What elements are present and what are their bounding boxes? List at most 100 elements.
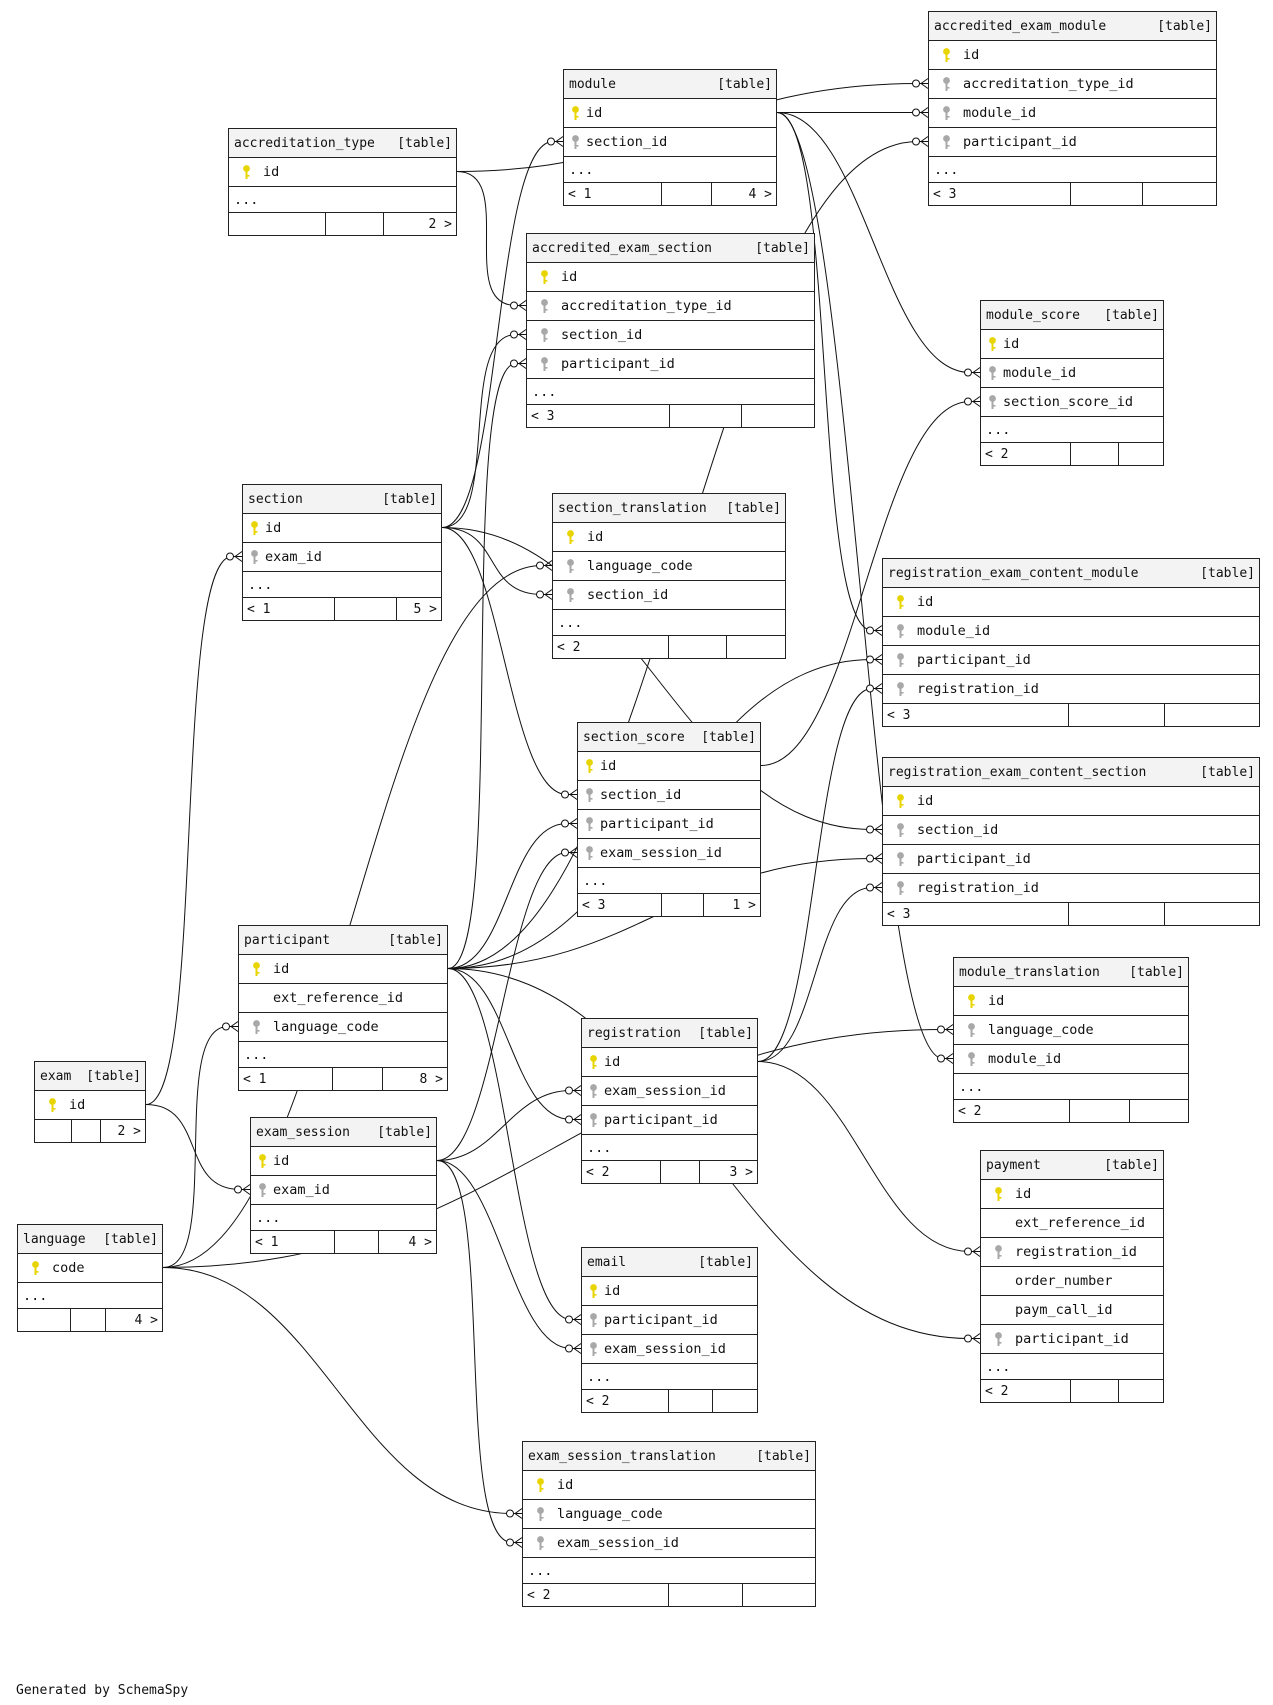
column-row[interactable]: id bbox=[523, 1471, 815, 1500]
column-row[interactable]: language_code bbox=[954, 1016, 1188, 1045]
children-count[interactable]: 2 > bbox=[117, 1123, 141, 1139]
column-row[interactable]: id bbox=[883, 588, 1259, 617]
parents-count[interactable]: < 2 bbox=[981, 443, 1071, 465]
table-header[interactable]: accreditation_type [table] bbox=[229, 129, 456, 158]
column-row[interactable]: module_id bbox=[883, 617, 1259, 646]
table-exam[interactable]: exam [table] id 2 > bbox=[34, 1061, 146, 1143]
column-row[interactable]: registration_id bbox=[883, 874, 1259, 903]
table-header[interactable]: registration_exam_content_section [table… bbox=[883, 758, 1259, 787]
parents-count[interactable]: < 2 bbox=[981, 1380, 1071, 1402]
children-count[interactable]: 2 > bbox=[428, 216, 452, 232]
children-count[interactable] bbox=[1165, 903, 1259, 925]
column-row[interactable]: participant_id bbox=[582, 1306, 757, 1335]
table-payment[interactable]: payment [table] id ext_reference_id regi… bbox=[980, 1150, 1164, 1403]
column-row[interactable]: language_code bbox=[553, 552, 785, 581]
column-row[interactable]: exam_session_id bbox=[582, 1077, 757, 1106]
column-row[interactable]: module_id bbox=[981, 359, 1163, 388]
parents-count[interactable] bbox=[35, 1120, 72, 1142]
column-row[interactable]: id bbox=[582, 1277, 757, 1306]
more-columns-row[interactable]: ... bbox=[251, 1205, 436, 1231]
table-language[interactable]: language [table] code ... 4 > bbox=[17, 1224, 163, 1332]
more-columns-row[interactable]: ... bbox=[578, 868, 760, 894]
table-header[interactable]: language [table] bbox=[18, 1225, 162, 1254]
column-row[interactable]: section_id bbox=[578, 781, 760, 810]
column-row[interactable]: id bbox=[564, 99, 776, 128]
column-row[interactable]: exam_session_id bbox=[523, 1529, 815, 1558]
column-row[interactable]: participant_id bbox=[578, 810, 760, 839]
table-header[interactable]: exam [table] bbox=[35, 1062, 145, 1091]
table-registration-exam-content-module[interactable]: registration_exam_content_module [table]… bbox=[882, 558, 1260, 727]
parents-count[interactable] bbox=[229, 213, 326, 235]
more-columns-row[interactable]: ... bbox=[523, 1558, 815, 1584]
children-count[interactable] bbox=[713, 1390, 757, 1412]
parents-count[interactable]: < 1 bbox=[239, 1068, 333, 1090]
column-row[interactable]: participant_id bbox=[883, 845, 1259, 874]
table-exam-session-translation[interactable]: exam_session_translation [table] id lang… bbox=[522, 1441, 816, 1607]
parents-count[interactable]: < 1 bbox=[243, 598, 335, 620]
children-count[interactable]: 8 > bbox=[419, 1071, 443, 1087]
table-header[interactable]: accredited_exam_section [table] bbox=[527, 234, 814, 263]
column-row[interactable]: module_id bbox=[954, 1045, 1188, 1074]
more-columns-row[interactable]: ... bbox=[981, 417, 1163, 443]
column-row[interactable]: section_id bbox=[527, 321, 814, 350]
column-row[interactable]: section_id bbox=[553, 581, 785, 610]
table-accredited-exam-section[interactable]: accredited_exam_section [table] id accre… bbox=[526, 233, 815, 428]
more-columns-row[interactable]: ... bbox=[564, 157, 776, 183]
table-header[interactable]: section_translation [table] bbox=[553, 494, 785, 523]
column-row[interactable]: accreditation_type_id bbox=[527, 292, 814, 321]
table-header[interactable]: exam_session_translation [table] bbox=[523, 1442, 815, 1471]
column-row[interactable]: id bbox=[929, 41, 1216, 70]
column-row[interactable]: registration_id bbox=[981, 1238, 1163, 1267]
column-row[interactable]: accreditation_type_id bbox=[929, 70, 1216, 99]
parents-count[interactable]: < 3 bbox=[883, 704, 1069, 726]
table-header[interactable]: registration_exam_content_module [table] bbox=[883, 559, 1259, 588]
column-row[interactable]: section_id bbox=[883, 816, 1259, 845]
column-row[interactable]: id bbox=[578, 752, 760, 781]
column-row[interactable]: code bbox=[18, 1254, 162, 1283]
more-columns-row[interactable]: ... bbox=[582, 1135, 757, 1161]
column-row[interactable]: id bbox=[243, 514, 441, 543]
children-count[interactable]: 4 > bbox=[408, 1234, 432, 1250]
parents-count[interactable]: < 3 bbox=[527, 405, 670, 427]
table-header[interactable]: module_translation [table] bbox=[954, 958, 1188, 987]
column-row[interactable]: participant_id bbox=[883, 646, 1259, 675]
table-header[interactable]: module_score [table] bbox=[981, 301, 1163, 330]
table-header[interactable]: module [table] bbox=[564, 70, 776, 99]
column-row[interactable]: module_id bbox=[929, 99, 1216, 128]
children-count[interactable] bbox=[1130, 1100, 1188, 1122]
column-row[interactable]: id bbox=[229, 158, 456, 187]
parents-count[interactable]: < 1 bbox=[251, 1231, 335, 1253]
children-count[interactable] bbox=[1119, 443, 1163, 465]
table-header[interactable]: accredited_exam_module [table] bbox=[929, 12, 1216, 41]
parents-count[interactable]: < 2 bbox=[582, 1161, 661, 1183]
table-section-score[interactable]: section_score [table] id section_id part… bbox=[577, 722, 761, 917]
children-count[interactable]: 1 > bbox=[732, 897, 756, 913]
table-participant[interactable]: participant [table] id ext_reference_id … bbox=[238, 925, 448, 1091]
column-row[interactable]: id bbox=[251, 1147, 436, 1176]
more-columns-row[interactable]: ... bbox=[18, 1283, 162, 1309]
column-row[interactable]: section_id bbox=[564, 128, 776, 157]
table-header[interactable]: payment [table] bbox=[981, 1151, 1163, 1180]
parents-count[interactable]: < 2 bbox=[954, 1100, 1070, 1122]
children-count[interactable] bbox=[727, 636, 785, 658]
table-email[interactable]: email [table] id participant_id exam_ses… bbox=[581, 1247, 758, 1413]
more-columns-row[interactable]: ... bbox=[229, 187, 456, 213]
table-exam-session[interactable]: exam_session [table] id exam_id ... < 1 … bbox=[250, 1117, 437, 1254]
table-header[interactable]: section_score [table] bbox=[578, 723, 760, 752]
more-columns-row[interactable]: ... bbox=[929, 157, 1216, 183]
column-row[interactable]: exam_id bbox=[243, 543, 441, 572]
table-module-score[interactable]: module_score [table] id module_id sectio… bbox=[980, 300, 1164, 466]
column-row[interactable]: id bbox=[553, 523, 785, 552]
children-count[interactable] bbox=[743, 1584, 815, 1606]
column-row[interactable]: section_score_id bbox=[981, 388, 1163, 417]
parents-count[interactable]: < 3 bbox=[578, 894, 662, 916]
table-registration-exam-content-section[interactable]: registration_exam_content_section [table… bbox=[882, 757, 1260, 926]
column-row[interactable]: paym_call_id bbox=[981, 1296, 1163, 1325]
parents-count[interactable]: < 1 bbox=[564, 183, 662, 205]
children-count[interactable] bbox=[1165, 704, 1259, 726]
table-module[interactable]: module [table] id section_id ... < 1 4 > bbox=[563, 69, 777, 206]
column-row[interactable]: id bbox=[35, 1091, 145, 1120]
more-columns-row[interactable]: ... bbox=[582, 1364, 757, 1390]
table-header[interactable]: email [table] bbox=[582, 1248, 757, 1277]
children-count[interactable]: 4 > bbox=[748, 186, 772, 202]
